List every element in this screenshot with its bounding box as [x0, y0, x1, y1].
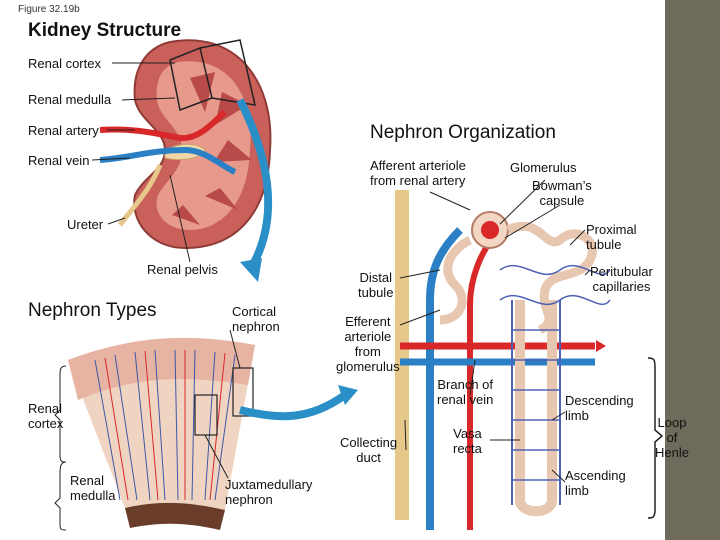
nephron-types-brackets — [54, 329, 241, 531]
label-renal-cortex: Renal cortex — [28, 56, 101, 71]
label-renal-artery: Renal artery — [28, 123, 99, 138]
loop-of-henle-bracket — [647, 357, 664, 519]
kidney-leader-lines — [91, 62, 191, 263]
nephron-organization-title: Nephron Organization — [370, 122, 556, 143]
nephron-types-title: Nephron Types — [28, 300, 157, 321]
label-renal-vein: Renal vein — [28, 153, 90, 168]
nephron-leader-lines — [399, 179, 591, 483]
label-glomerulus: Glomerulus — [510, 160, 577, 175]
kidney-illustration — [99, 39, 273, 282]
figure-label: Figure 32.19b — [18, 4, 80, 15]
label-renal-medulla: Renal medulla — [28, 92, 112, 107]
diagram-title: Kidney Structure — [28, 20, 182, 41]
label-renal-pelvis: Renal pelvis — [147, 262, 218, 277]
nephron-types-illustration — [68, 337, 358, 530]
nephron-illustration — [395, 188, 663, 530]
label-ureter: Ureter — [67, 217, 104, 232]
decorative-side-stripe — [665, 0, 720, 540]
